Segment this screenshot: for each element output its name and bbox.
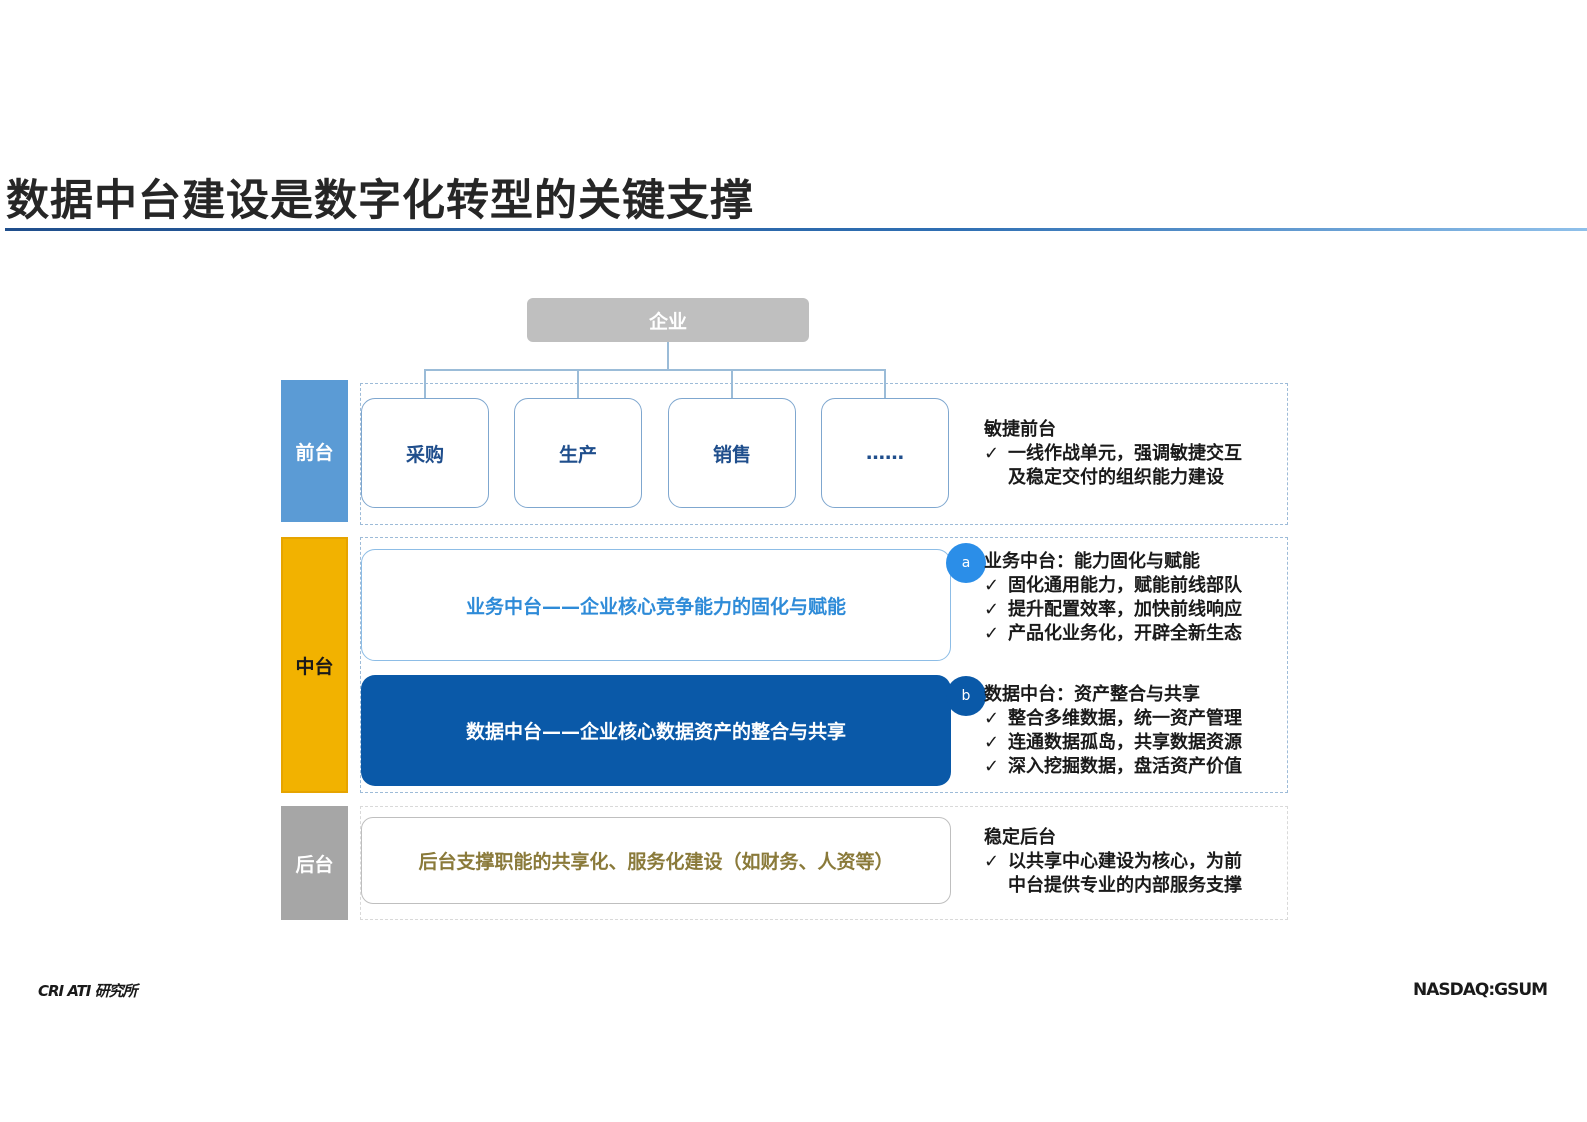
data-description-item: ✓ 连通数据孤岛，共享数据资源 [984,731,1242,755]
back-section-frame [360,806,1288,920]
checkmark-icon: ✓ [984,708,1000,729]
front-description: 敏捷前台 ✓ 一线作战单元，强调敏捷交互 及稳定交付的组织能力建设 [984,418,1242,490]
function-box-production: 生产 [514,398,642,508]
checkmark-icon: ✓ [984,756,1000,777]
business-description-item: ✓ 固化通用能力，赋能前线部队 [984,574,1242,598]
band-middle: 中台 [281,537,348,793]
back-description-line: 以共享中心建设为核心，为前 [1008,851,1242,872]
function-box-sales: 销售 [668,398,796,508]
checkmark-icon: ✓ [984,575,1000,596]
footer-logo: CRI ATI 研究所 [38,982,138,1000]
business-middle-platform-bar: 业务中台——企业核心竞争能力的固化与赋能 [361,549,951,661]
data-description-item: ✓ 深入挖掘数据，盘活资产价值 [984,755,1242,779]
data-middle-platform-bar: 数据中台——企业核心数据资产的整合与共享 [361,675,951,786]
checkmark-icon: ✓ [984,443,1000,464]
front-description-line: 一线作战单元，强调敏捷交互 [1008,443,1242,464]
function-box-more: …… [821,398,949,508]
checkmark-icon: ✓ [984,732,1000,753]
business-description: 业务中台：能力固化与赋能 ✓ 固化通用能力，赋能前线部队 ✓ 提升配置效率，加快… [984,550,1242,646]
footer-ticker: NASDAQ:GSUM [1413,980,1548,1000]
business-description-item: ✓ 产品化业务化，开辟全新生态 [984,622,1242,646]
band-back: 后台 [281,806,348,920]
business-description-item: ✓ 提升配置效率，加快前线响应 [984,598,1242,622]
front-description-line-cont: 及稳定交付的组织能力建设 [1008,467,1224,488]
marker-a: a [946,543,986,583]
data-description-item: ✓ 整合多维数据，统一资产管理 [984,707,1242,731]
back-office-bar: 后台支撑职能的共享化、服务化建设（如财务、人资等） [361,817,951,904]
business-description-heading: 业务中台：能力固化与赋能 [984,551,1200,572]
band-front: 前台 [281,380,348,522]
front-section-frame [360,383,1288,525]
title-underline [5,228,1587,231]
front-description-item: ✓ 一线作战单元，强调敏捷交互 [984,442,1242,466]
data-description-line: 整合多维数据，统一资产管理 [1008,708,1242,729]
data-description: 数据中台：资产整合与共享 ✓ 整合多维数据，统一资产管理 ✓ 连通数据孤岛，共享… [984,683,1242,779]
enterprise-node: 企业 [527,298,809,342]
back-description: 稳定后台 ✓ 以共享中心建设为核心，为前 中台提供专业的内部服务支撑 [984,826,1242,898]
function-box-purchasing: 采购 [361,398,489,508]
data-description-line: 连通数据孤岛，共享数据资源 [1008,732,1242,753]
back-description-item: ✓ 以共享中心建设为核心，为前 [984,850,1242,874]
checkmark-icon: ✓ [984,851,1000,872]
page-title: 数据中台建设是数字化转型的关键支撑 [6,176,754,226]
checkmark-icon: ✓ [984,599,1000,620]
middle-section-frame [360,537,1288,793]
data-description-heading: 数据中台：资产整合与共享 [984,684,1200,705]
business-description-line: 固化通用能力，赋能前线部队 [1008,575,1242,596]
connector-trunk [667,342,669,370]
business-description-line: 提升配置效率，加快前线响应 [1008,599,1242,620]
business-description-line: 产品化业务化，开辟全新生态 [1008,623,1242,644]
marker-b: b [946,676,986,716]
front-description-heading: 敏捷前台 [984,419,1056,440]
checkmark-icon: ✓ [984,623,1000,644]
connector-bus [424,369,885,371]
back-description-heading: 稳定后台 [984,827,1056,848]
back-description-line-cont: 中台提供专业的内部服务支撑 [1008,875,1242,896]
data-description-line: 深入挖掘数据，盘活资产价值 [1008,756,1242,777]
